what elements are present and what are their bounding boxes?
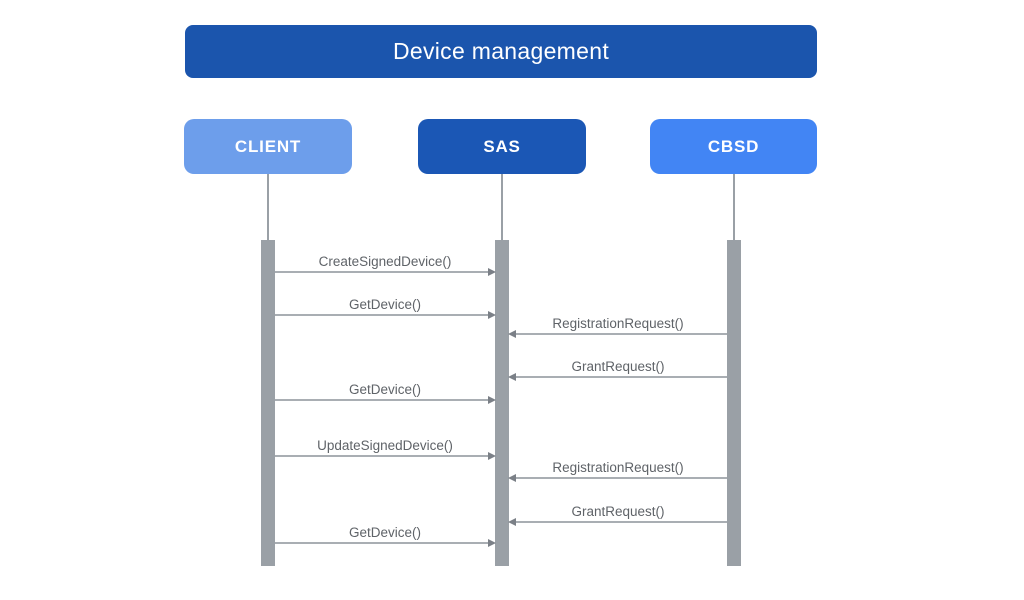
message-label: GrantRequest() (571, 504, 665, 519)
arrow-line (275, 314, 489, 316)
arrow-left-icon (508, 329, 516, 338)
message-label: CreateSignedDevice() (318, 254, 452, 269)
arrow-left-icon (508, 473, 516, 482)
arrow-line (275, 455, 489, 457)
activation-bar-sas (495, 240, 509, 566)
message-label: GetDevice() (348, 297, 421, 312)
arrow-right-icon (488, 451, 496, 460)
message-label: GetDevice() (348, 525, 421, 540)
activation-bar-cbsd (727, 240, 741, 566)
arrow-right-icon (488, 310, 496, 319)
actor-sas: SAS (418, 119, 586, 174)
message-label: GetDevice() (348, 382, 421, 397)
arrow-right-icon (488, 538, 496, 547)
actor-sas-label: SAS (483, 136, 521, 156)
lifeline-client (267, 174, 269, 240)
arrow-line (515, 477, 727, 479)
actor-client-label: CLIENT (234, 136, 302, 156)
arrow-left-icon (508, 517, 516, 526)
arrow-right-icon (488, 267, 496, 276)
message-label: UpdateSignedDevice() (317, 438, 453, 453)
actor-cbsd: CBSD (650, 119, 817, 174)
arrow-line (515, 521, 727, 523)
actor-client: CLIENT (184, 119, 352, 174)
activation-bar-client (261, 240, 275, 566)
arrow-line (515, 333, 727, 335)
message-label: RegistrationRequest() (552, 316, 684, 331)
diagram-title: Device management (185, 25, 817, 78)
arrow-right-icon (488, 395, 496, 404)
lifeline-sas (501, 174, 503, 240)
lifeline-cbsd (733, 174, 735, 240)
arrow-line (515, 376, 727, 378)
message-label: RegistrationRequest() (552, 460, 684, 475)
arrow-line (275, 399, 489, 401)
actor-cbsd-label: CBSD (707, 136, 760, 156)
arrow-left-icon (508, 372, 516, 381)
arrow-line (275, 271, 489, 273)
message-label: GrantRequest() (571, 359, 665, 374)
arrow-line (275, 542, 489, 544)
